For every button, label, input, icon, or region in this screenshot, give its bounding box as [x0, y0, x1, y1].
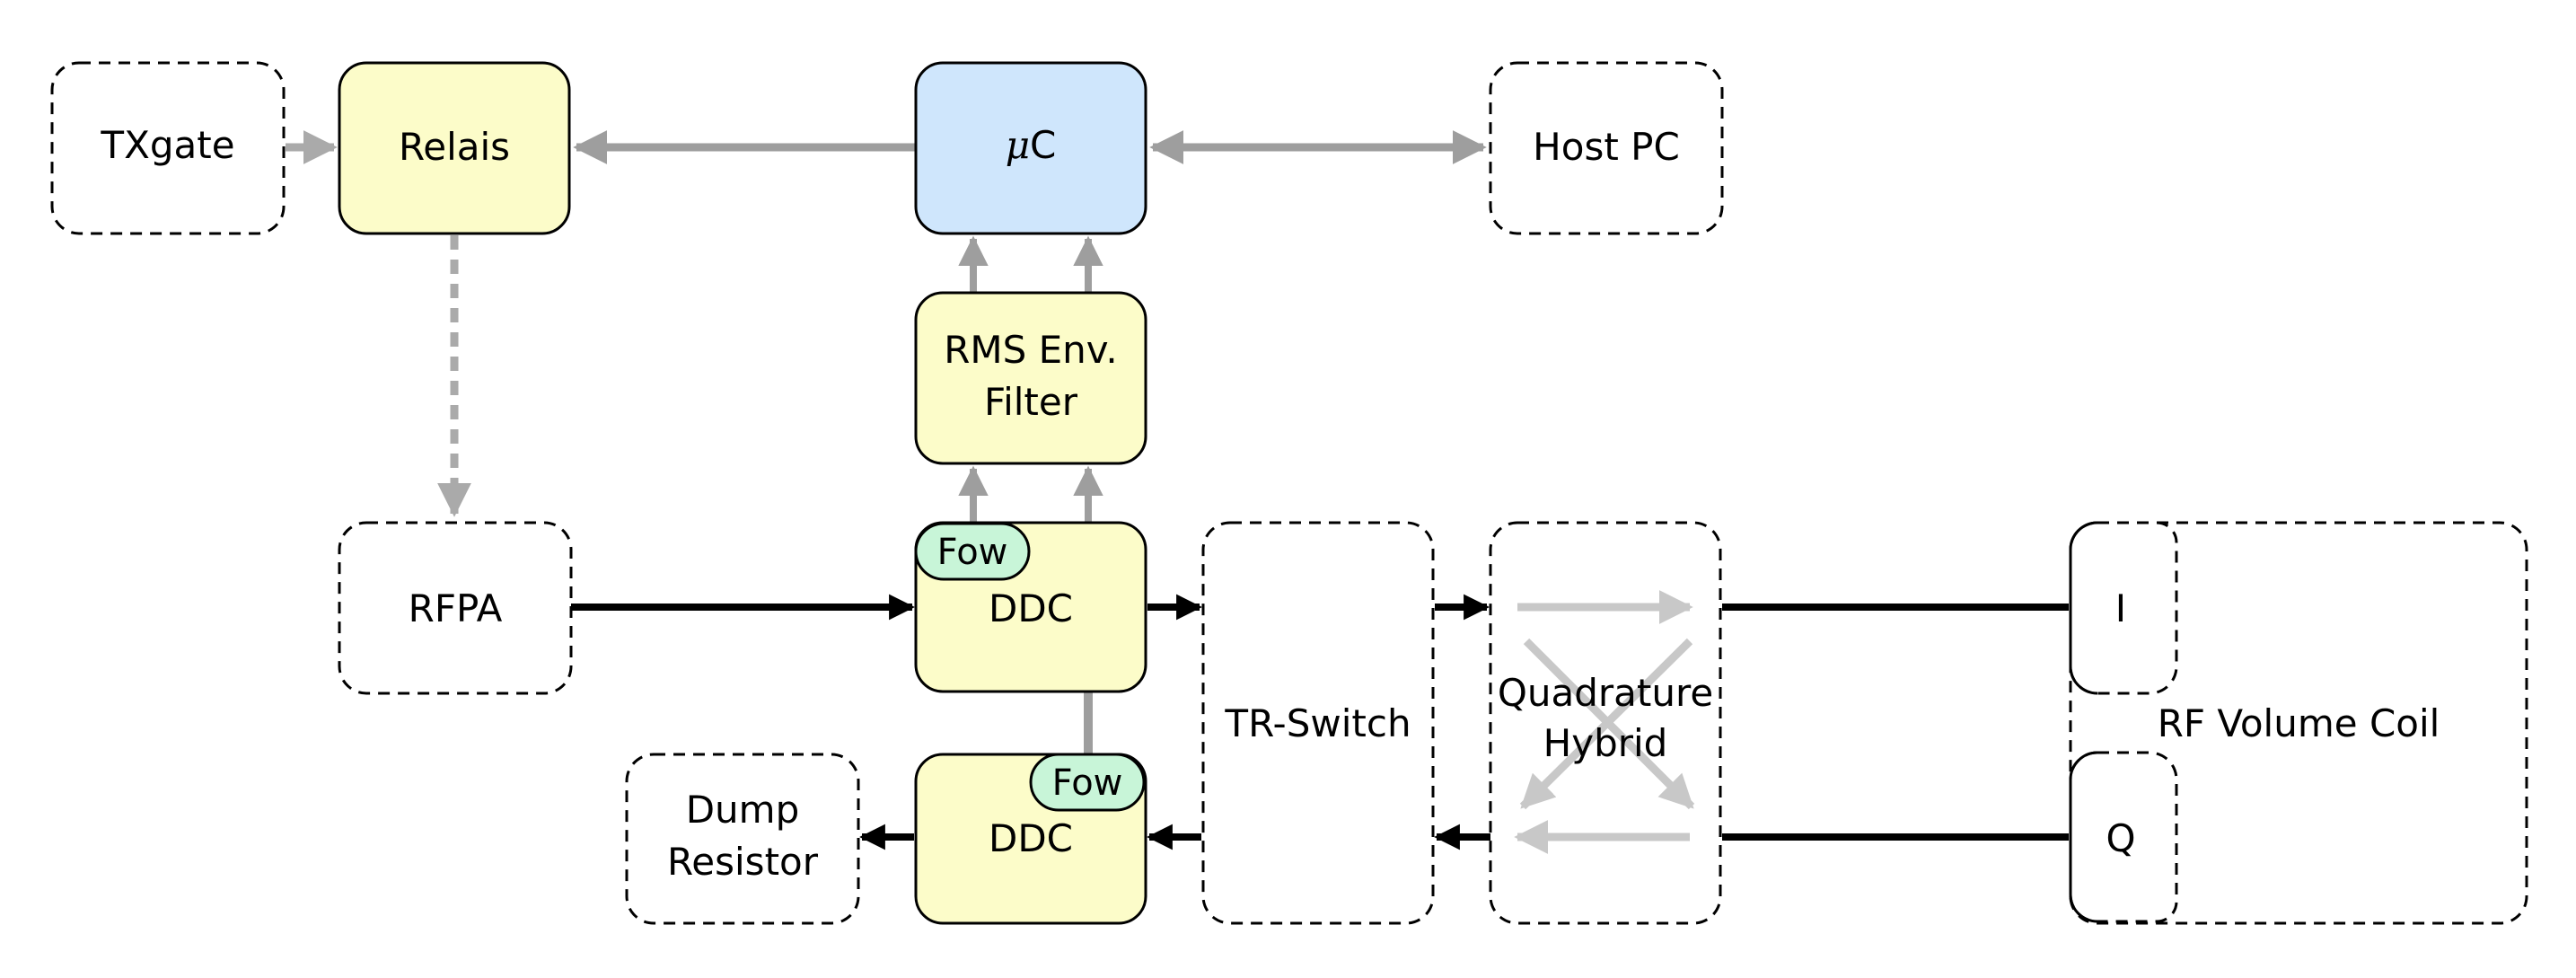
coil-q-label: Q — [2106, 816, 2135, 860]
microcontroller-block: μC — [914, 61, 1147, 235]
hybrid-arrow-diag-up — [1519, 638, 1693, 810]
coil-q-port: Q — [2069, 751, 2178, 923]
tr-switch-block: TR-Switch — [1201, 521, 1435, 925]
c-symbol: C — [1030, 123, 1056, 167]
rms-label-line1: RMS Env. — [944, 328, 1118, 372]
rms-filter-block: RMS Env. Filter — [914, 291, 1147, 465]
rms-label-line2: Filter — [984, 380, 1078, 424]
mu-symbol: μ — [1006, 123, 1030, 167]
fow-bottom-label: Fow — [1052, 762, 1123, 804]
fow-top-badge: Fow — [914, 522, 1031, 581]
tr-switch-label: TR-Switch — [1224, 701, 1411, 745]
dump-label-line2: Resistor — [667, 840, 819, 884]
coil-i-port: I — [2069, 521, 2178, 695]
quadrature-hybrid-block: Quadrature Hybrid — [1489, 521, 1722, 925]
host-pc-block: Host PC — [1489, 61, 1724, 235]
dump-label-line1: Dump — [686, 788, 800, 832]
txgate-block: TXgate — [50, 61, 286, 235]
relais-block: Relais — [338, 61, 571, 235]
ddc-top-label: DDC — [989, 586, 1073, 630]
coil-label: RF Volume Coil — [2158, 701, 2440, 745]
rfpa-block: RFPA — [338, 521, 573, 695]
rf-volume-coil-block: RF Volume Coil — [2069, 521, 2528, 925]
host-pc-label: Host PC — [1533, 125, 1680, 169]
relais-label: Relais — [399, 125, 510, 169]
fow-top-label: Fow — [937, 532, 1008, 573]
txgate-label: TXgate — [100, 123, 234, 167]
quad-label-line2: Hybrid — [1543, 721, 1668, 765]
quad-label-line1: Quadrature — [1498, 671, 1713, 715]
ddc-bottom-label: DDC — [989, 816, 1073, 860]
dump-resistor-block: Dump Resistor — [625, 753, 860, 925]
rfpa-label: RFPA — [409, 586, 503, 630]
fow-bottom-badge: Fow — [1029, 753, 1146, 812]
coil-i-label: I — [2115, 586, 2126, 630]
microcontroller-label: μC — [1006, 123, 1057, 167]
